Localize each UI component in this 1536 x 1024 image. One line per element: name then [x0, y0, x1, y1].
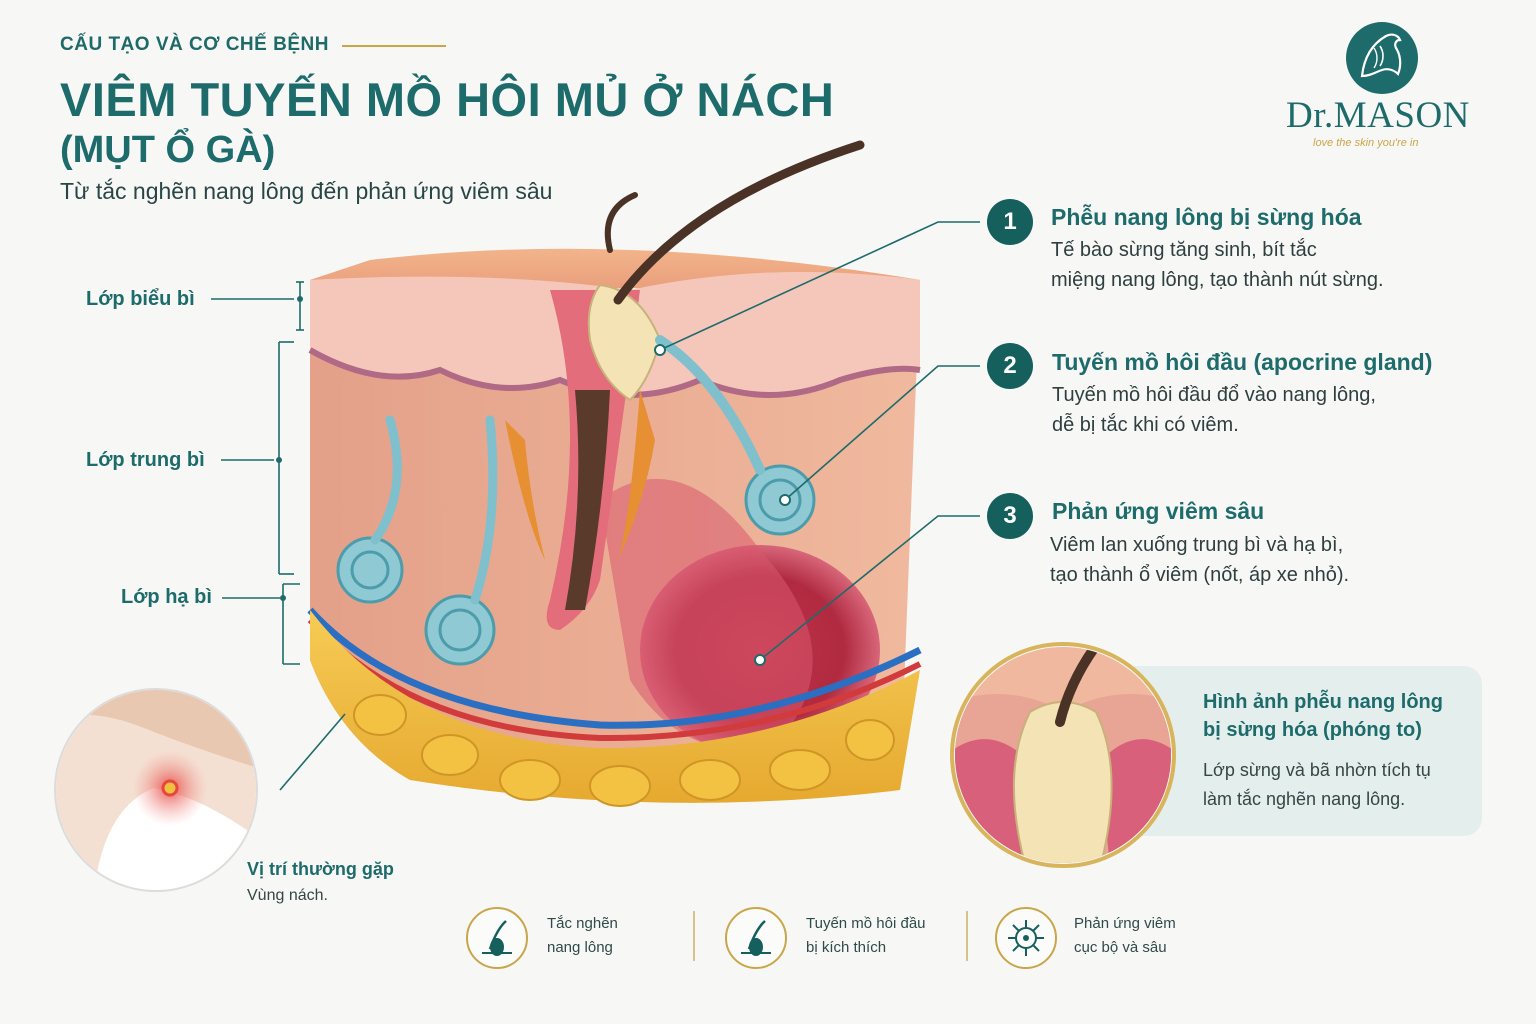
horse-head-icon — [1346, 22, 1418, 94]
skin-cross-section-illustration — [307, 140, 922, 807]
point-1-number: 1 — [987, 199, 1033, 245]
page-title: VIÊM TUYẾN MỒ HÔI MỦ Ở NÁCH — [60, 73, 835, 126]
layer-label-dermis: Lớp trung bì — [86, 449, 205, 471]
feature-separator — [966, 911, 968, 961]
point-2-desc: Tuyến mồ hôi đầu đổ vào nang lông,dễ bị … — [1052, 384, 1376, 436]
feature-separator — [693, 911, 695, 961]
page-subtitle: Từ tắc nghẽn nang lông đến phản ứng viêm… — [60, 178, 553, 204]
inflammation-virus-icon — [995, 907, 1057, 969]
armpit-location-image — [54, 688, 258, 892]
point-3-desc: Viêm lan xuống trung bì và hạ bì,tạo thà… — [1050, 534, 1350, 586]
brand-tagline: love the skin you're in — [1313, 137, 1419, 149]
layer-label-epidermis: Lớp biểu bì — [86, 288, 195, 310]
brand-name: Dr.MASON — [1286, 95, 1470, 136]
location-desc: Vùng nách. — [247, 887, 328, 904]
point-1-title: Phễu nang lông bị sừng hóa — [1051, 204, 1362, 230]
point-2-number: 2 — [987, 343, 1033, 389]
location-title: Vị trí thường gặp — [247, 859, 394, 879]
page-title-line2: (MỤT Ổ GÀ) — [60, 129, 276, 171]
layer-label-hypodermis: Lớp hạ bì — [121, 586, 212, 608]
hair-follicle-icon — [466, 907, 528, 969]
kicker-divider — [342, 45, 446, 47]
point-2-title: Tuyến mồ hôi đầu (apocrine gland) — [1052, 349, 1433, 375]
point-3-number: 3 — [987, 493, 1033, 539]
zoomed-follicle-image — [950, 642, 1176, 868]
hair-follicle-icon — [725, 907, 787, 969]
point-3-title: Phản ứng viêm sâu — [1052, 498, 1265, 524]
kicker-text: CẤU TẠO VÀ CƠ CHẾ BỆNH — [60, 34, 329, 55]
